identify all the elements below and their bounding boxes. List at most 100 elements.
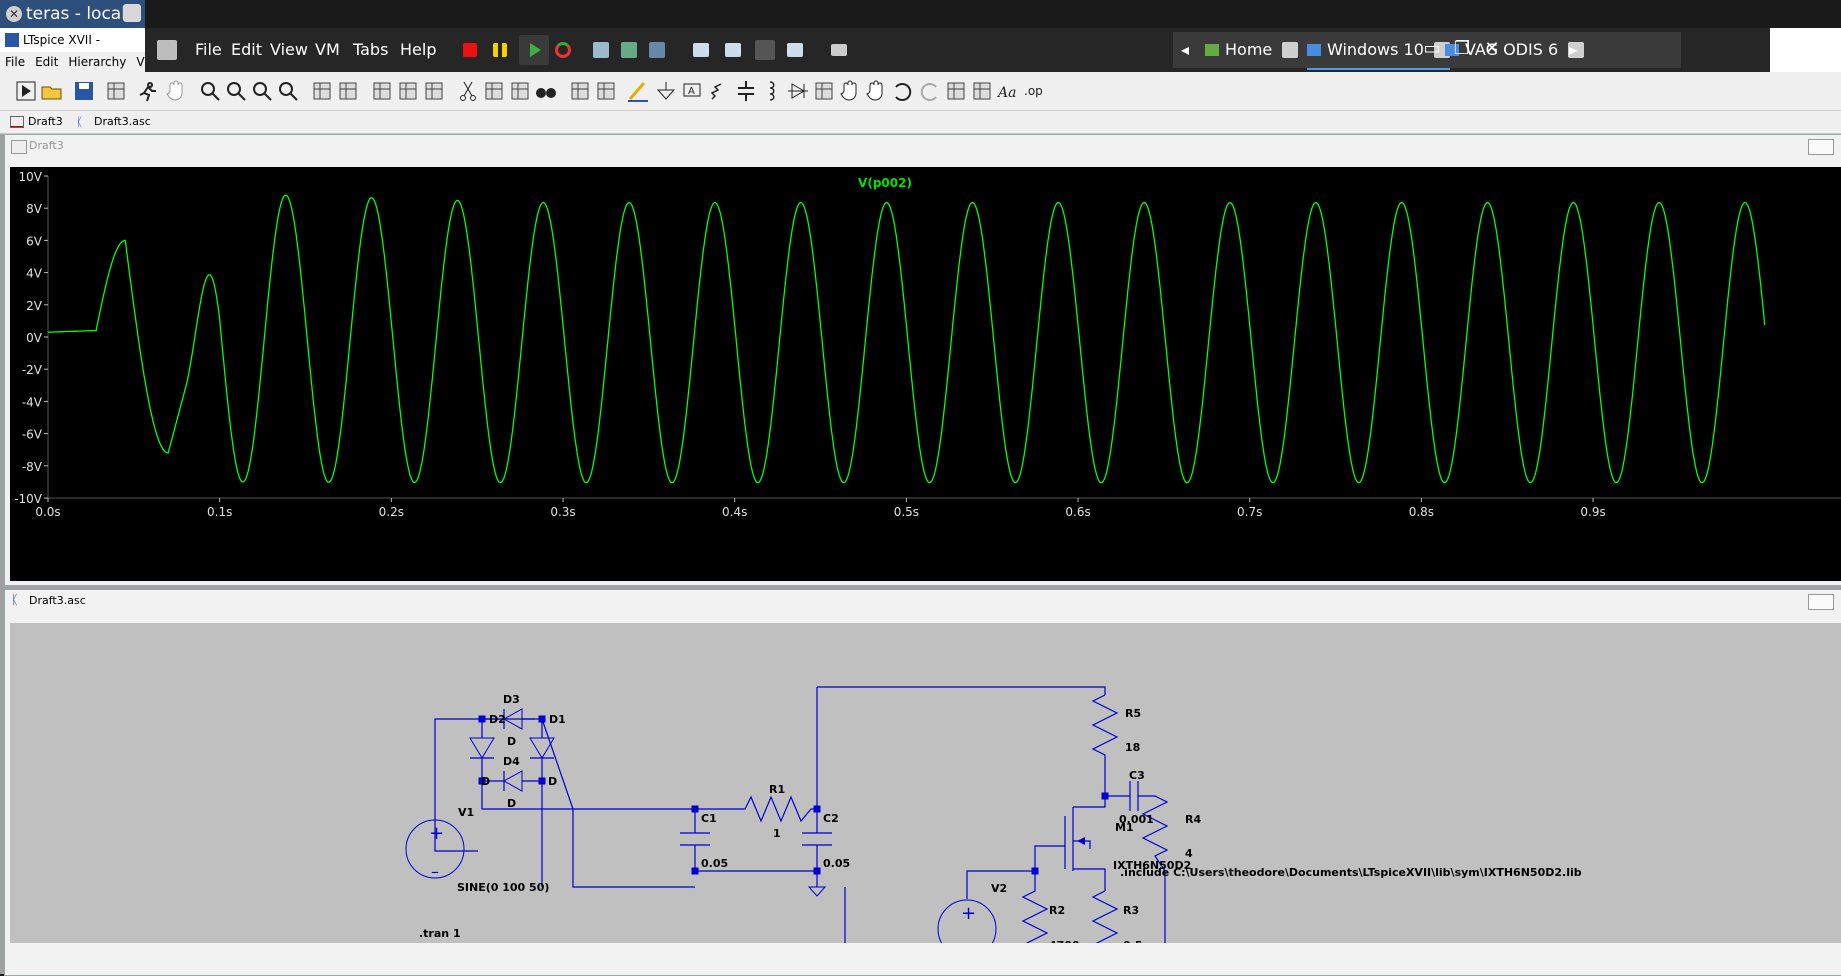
open-icon[interactable]	[40, 79, 64, 103]
lt-menu-hierarchy[interactable]: Hierarchy	[68, 55, 127, 69]
label-d-model[interactable]: D	[507, 797, 516, 810]
run-sim-icon[interactable]	[136, 79, 160, 103]
label-r1-value[interactable]: 1	[773, 827, 781, 840]
label-d3[interactable]: D3	[503, 693, 520, 706]
print-setup-icon[interactable]	[568, 79, 592, 103]
tabs-scroll-left-icon[interactable]: ◂	[1181, 40, 1190, 59]
pan-icon[interactable]	[164, 79, 188, 103]
vm-menu-edit[interactable]: Edit	[231, 40, 262, 59]
tabs-scroll-right-icon[interactable]: ▸	[1569, 40, 1578, 59]
label-include-directive[interactable]: .include C:\Users\theodore\Documents\LTs…	[1120, 866, 1582, 879]
revert-snapshot-icon[interactable]	[621, 42, 637, 58]
diode-icon[interactable]	[786, 79, 810, 103]
label-m1-value[interactable]: IXTH6N50D2	[1113, 859, 1191, 872]
find-icon[interactable]	[534, 79, 558, 103]
drag-icon[interactable]	[864, 79, 888, 103]
label-c1-value[interactable]: 0.05	[701, 857, 728, 870]
vm-tab-vag-odis[interactable]: VAG ODIS 6	[1445, 32, 1585, 68]
vm-menu-file[interactable]: File	[195, 40, 222, 59]
mirror-icon[interactable]	[970, 79, 994, 103]
restore-icon[interactable]: ❐	[1453, 38, 1471, 59]
zoom-cancel-icon[interactable]	[276, 79, 300, 103]
label-r3-value[interactable]: 0.5	[1123, 939, 1143, 943]
cascade-icon[interactable]	[422, 79, 446, 103]
label-c1[interactable]: C1	[701, 812, 717, 825]
cut-icon[interactable]	[456, 79, 480, 103]
autorange-icon[interactable]	[310, 79, 334, 103]
snapshot-icon[interactable]	[593, 42, 609, 58]
text-icon[interactable]: Aa	[996, 79, 1020, 103]
doc-tab-waveform[interactable]: Draft3	[10, 111, 63, 133]
label-v1-value[interactable]: SINE(0 100 50)	[457, 881, 549, 894]
power-off-icon[interactable]	[463, 43, 477, 57]
window-minimize-button[interactable]	[1808, 139, 1834, 155]
zoom-out-icon[interactable]	[250, 79, 274, 103]
label-tran-directive[interactable]: .tran 1	[419, 927, 461, 940]
label-d-model[interactable]: D	[481, 775, 490, 788]
label-d-model[interactable]: D	[507, 735, 516, 748]
label-c3[interactable]: C3	[1129, 769, 1145, 782]
show-thumbnail-icon[interactable]	[725, 43, 741, 57]
minimize-icon[interactable]: ▭	[1423, 38, 1441, 59]
lt-menu-edit[interactable]: Edit	[35, 55, 59, 69]
label-v2[interactable]: V2	[991, 882, 1007, 895]
trace-v-p002[interactable]	[47, 194, 1766, 484]
label-net-icon[interactable]: A	[680, 79, 704, 103]
pause-icon[interactable]	[493, 43, 507, 57]
lt-menu-file[interactable]: File	[5, 55, 26, 69]
control-panel-icon[interactable]	[104, 79, 128, 103]
fullscreen-icon[interactable]	[755, 40, 775, 60]
diode-d4[interactable]	[502, 770, 523, 792]
zoom-in-icon[interactable]	[198, 79, 222, 103]
label-r3[interactable]: R3	[1123, 904, 1139, 917]
paste-icon[interactable]	[508, 79, 532, 103]
ground-icon[interactable]	[654, 79, 678, 103]
label-c2[interactable]: C2	[823, 812, 839, 825]
component-icon[interactable]	[812, 79, 836, 103]
inductor-icon[interactable]	[760, 79, 784, 103]
vm-menu-view[interactable]: View	[270, 40, 308, 59]
diode-d1[interactable]	[529, 737, 555, 759]
vm-tab-home[interactable]: Home	[1205, 32, 1299, 68]
label-r2[interactable]: R2	[1049, 904, 1065, 917]
save-icon[interactable]	[72, 79, 96, 103]
resistor-icon[interactable]	[708, 79, 732, 103]
pin-icon[interactable]	[123, 4, 141, 22]
show-sidebar-icon[interactable]	[693, 43, 709, 57]
vm-menu-tabs[interactable]: Tabs	[353, 40, 389, 59]
capacitor-icon[interactable]	[734, 79, 758, 103]
redo-icon[interactable]	[918, 79, 942, 103]
restart-icon[interactable]	[555, 42, 571, 58]
play-icon[interactable]	[519, 35, 549, 65]
vm-library-icon[interactable]	[157, 40, 177, 60]
label-r4[interactable]: R4	[1185, 813, 1201, 826]
print-icon[interactable]	[594, 79, 618, 103]
label-r4-value[interactable]: 4	[1185, 847, 1193, 860]
run-icon[interactable]	[14, 79, 38, 103]
diode-d2[interactable]	[469, 737, 495, 759]
tile-horizontal-icon[interactable]	[370, 79, 394, 103]
label-r1[interactable]: R1	[769, 783, 785, 796]
label-d-model[interactable]: D	[548, 775, 557, 788]
copy-icon[interactable]	[482, 79, 506, 103]
window-minimize-button[interactable]	[1808, 594, 1834, 610]
vm-menu-vm[interactable]: VM	[315, 40, 340, 59]
plot-settings-icon[interactable]	[336, 79, 360, 103]
close-tab-icon[interactable]	[1282, 42, 1299, 58]
label-r2-value[interactable]: 4700	[1049, 939, 1080, 943]
label-r5[interactable]: R5	[1125, 707, 1141, 720]
spice-directive-icon[interactable]: .op	[1022, 79, 1046, 103]
tile-vertical-icon[interactable]	[396, 79, 420, 103]
voltage-source-v2[interactable]	[937, 899, 997, 943]
undo-icon[interactable]	[890, 79, 914, 103]
lt-menu-view[interactable]: V	[136, 55, 145, 69]
close-tab-icon[interactable]	[1568, 42, 1585, 58]
label-d4[interactable]: D4	[503, 755, 520, 768]
label-d2[interactable]: D2	[489, 713, 506, 726]
label-c3-value[interactable]: 0.001	[1119, 813, 1154, 826]
vm-menu-help[interactable]: Help	[400, 40, 437, 59]
unity-icon[interactable]	[787, 43, 803, 57]
